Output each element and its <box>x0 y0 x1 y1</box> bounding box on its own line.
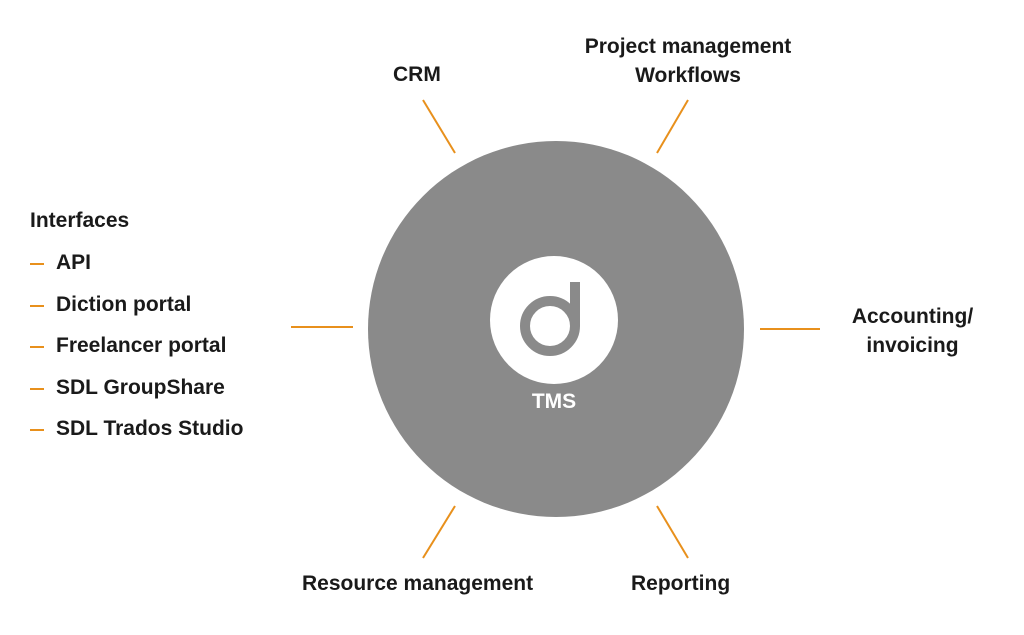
node-project-management: Project management Workflows <box>566 32 810 90</box>
interface-item-label: SDL GroupShare <box>56 375 225 399</box>
interface-item-label: API <box>56 251 92 274</box>
interface-item-label: SDL Trados Studio <box>56 417 244 440</box>
node-resource-management: Resource management <box>302 572 534 595</box>
node-accounting-line2: invoicing <box>866 334 959 357</box>
connector-reporting <box>656 505 689 559</box>
diction-d-logo-icon <box>490 256 618 384</box>
node-reporting: Reporting <box>631 572 731 595</box>
interfaces-title: Interfaces <box>30 209 130 232</box>
hub-label: TMS <box>531 390 577 413</box>
dash-icon <box>30 263 44 265</box>
node-project-line2: Workflows <box>635 64 741 87</box>
connector-crm <box>422 99 456 154</box>
node-accounting-invoicing: Accounting/ invoicing <box>835 302 990 360</box>
dash-icon <box>30 304 44 307</box>
interfaces-list: API Diction portal Freelancer portal SDL… <box>30 248 243 456</box>
dash-icon <box>30 429 44 431</box>
node-crm: CRM <box>393 63 441 86</box>
dash-icon <box>30 346 44 348</box>
node-accounting-line1: Accounting/ <box>851 305 974 328</box>
interfaces-block: Interfaces API Diction portal Freelancer… <box>30 206 243 456</box>
connector-project-management <box>656 99 689 154</box>
interface-item: Diction portal <box>30 290 243 332</box>
node-project-line1: Project management <box>584 35 792 58</box>
interface-item: API <box>30 248 243 290</box>
interface-item: Freelancer portal <box>30 331 243 373</box>
interface-item-label: Freelancer portal <box>56 334 227 357</box>
interface-item: SDL Trados Studio <box>30 414 243 456</box>
interface-item: SDL GroupShare <box>30 373 243 415</box>
interface-item-label: Diction portal <box>56 292 192 316</box>
connector-resource-management <box>422 505 456 559</box>
dash-icon <box>30 387 44 390</box>
